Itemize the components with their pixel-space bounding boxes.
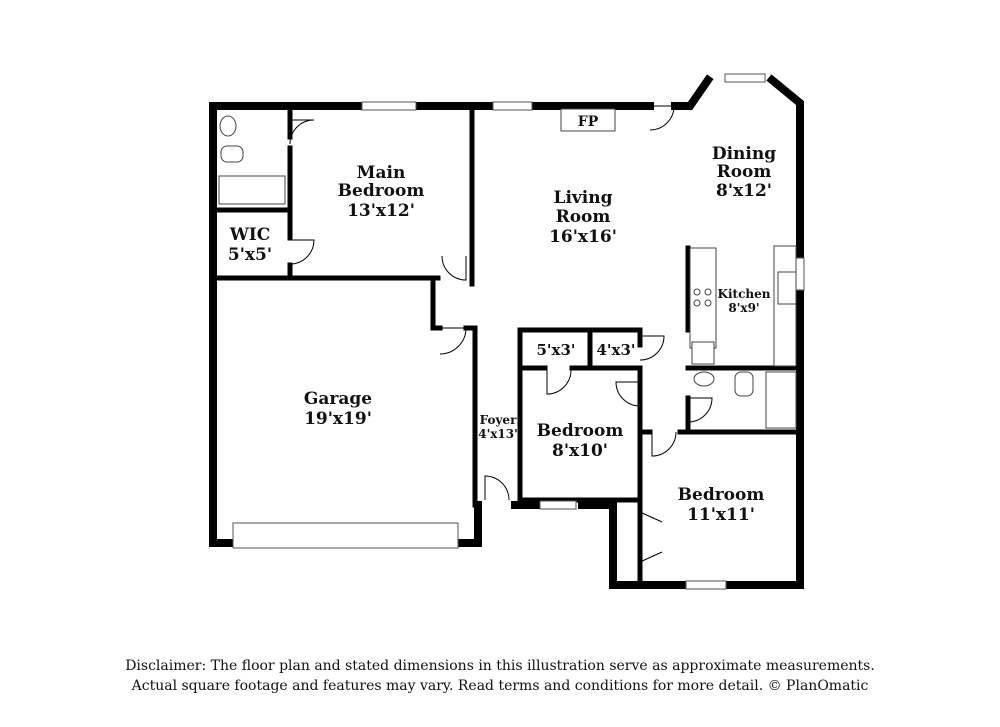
interior-walls <box>214 107 803 588</box>
disclaimer-line2: Actual square footage and features may v… <box>131 678 869 694</box>
door-closet2 <box>639 335 665 361</box>
dining-room-dims: 8'x12' <box>716 181 772 201</box>
wic-name: WIC <box>229 225 271 245</box>
door-main-bedroom <box>441 255 467 281</box>
door-wic <box>289 239 315 265</box>
foyer-name: Foyer <box>480 413 517 427</box>
kitchen-name: Kitchen <box>718 287 771 301</box>
door-closet1 <box>546 369 572 395</box>
closet2-dims: 4'x3' <box>596 341 635 359</box>
window-bedroom3 <box>685 580 727 590</box>
windows <box>232 73 805 590</box>
main-bedroom-name1: Main <box>357 163 406 183</box>
dining-room-name1: Dining <box>712 144 776 164</box>
main-bath-toilet <box>220 145 244 163</box>
door-bath-main <box>289 119 315 145</box>
doors <box>289 105 713 563</box>
refrigerator <box>691 341 715 365</box>
closet1-dims: 5'x3' <box>536 341 575 359</box>
door-hall <box>439 327 467 355</box>
kitchen-counter-left <box>689 247 717 349</box>
door-front <box>484 475 510 501</box>
bedroom2-dims: 8'x10' <box>552 441 608 461</box>
living-room-dims: 16'x16' <box>549 227 617 247</box>
main-bath-sink <box>219 115 237 137</box>
main-bedroom-dims: 13'x12' <box>347 201 415 221</box>
main-bath-tub <box>218 175 286 205</box>
window-living-room <box>492 101 533 111</box>
fireplace-box <box>560 108 616 132</box>
hall-bath-tub <box>765 371 797 429</box>
garage-dims: 19'x19' <box>304 409 372 429</box>
exterior-walls <box>209 74 804 589</box>
bedroom3-dims: 11'x11' <box>687 505 755 525</box>
door-bedroom3 <box>651 431 677 457</box>
room-labels: Main Bedroom 13'x12' WIC 5'x5' Living Ro… <box>228 144 776 525</box>
fixtures: FP <box>218 108 797 429</box>
stove-burner <box>693 299 701 307</box>
window-dining-room <box>724 73 766 83</box>
window-main-bedroom <box>361 101 417 111</box>
main-bedroom-name2: Bedroom <box>338 181 425 201</box>
kitchen-counter-right <box>773 245 797 367</box>
stove-burner <box>704 299 712 307</box>
bedroom3-name: Bedroom <box>678 485 765 505</box>
living-room-name1: Living <box>554 188 613 208</box>
kitchen-dims: 8'x9' <box>728 301 759 315</box>
foyer-dims: 4'x13' <box>478 427 518 441</box>
window-kitchen <box>795 257 805 291</box>
door-patio <box>649 105 675 131</box>
kitchen-sink <box>777 271 797 305</box>
disclaimer-line1: Disclaimer: The floor plan and stated di… <box>125 658 875 674</box>
hall-bath-toilet <box>734 371 754 397</box>
fireplace-label: FP <box>578 114 599 130</box>
door-closet-bedroom3 <box>639 511 663 563</box>
dining-room-name2: Room <box>717 162 772 182</box>
stove-burner <box>693 288 701 296</box>
floor-plan: FP Main Bedroom 13'x12' WIC 5'x5' Living… <box>209 73 805 590</box>
garage-name: Garage <box>304 389 372 409</box>
garage-door <box>232 522 459 549</box>
living-room-name2: Room <box>556 207 611 227</box>
wic-dims: 5'x5' <box>228 245 272 265</box>
door-bath2 <box>687 397 713 423</box>
bedroom2-name: Bedroom <box>537 421 624 441</box>
window-bedroom2 <box>539 500 577 510</box>
hall-bath-sink <box>693 371 715 387</box>
stove-burner <box>704 288 712 296</box>
door-bedroom2 <box>615 381 641 407</box>
